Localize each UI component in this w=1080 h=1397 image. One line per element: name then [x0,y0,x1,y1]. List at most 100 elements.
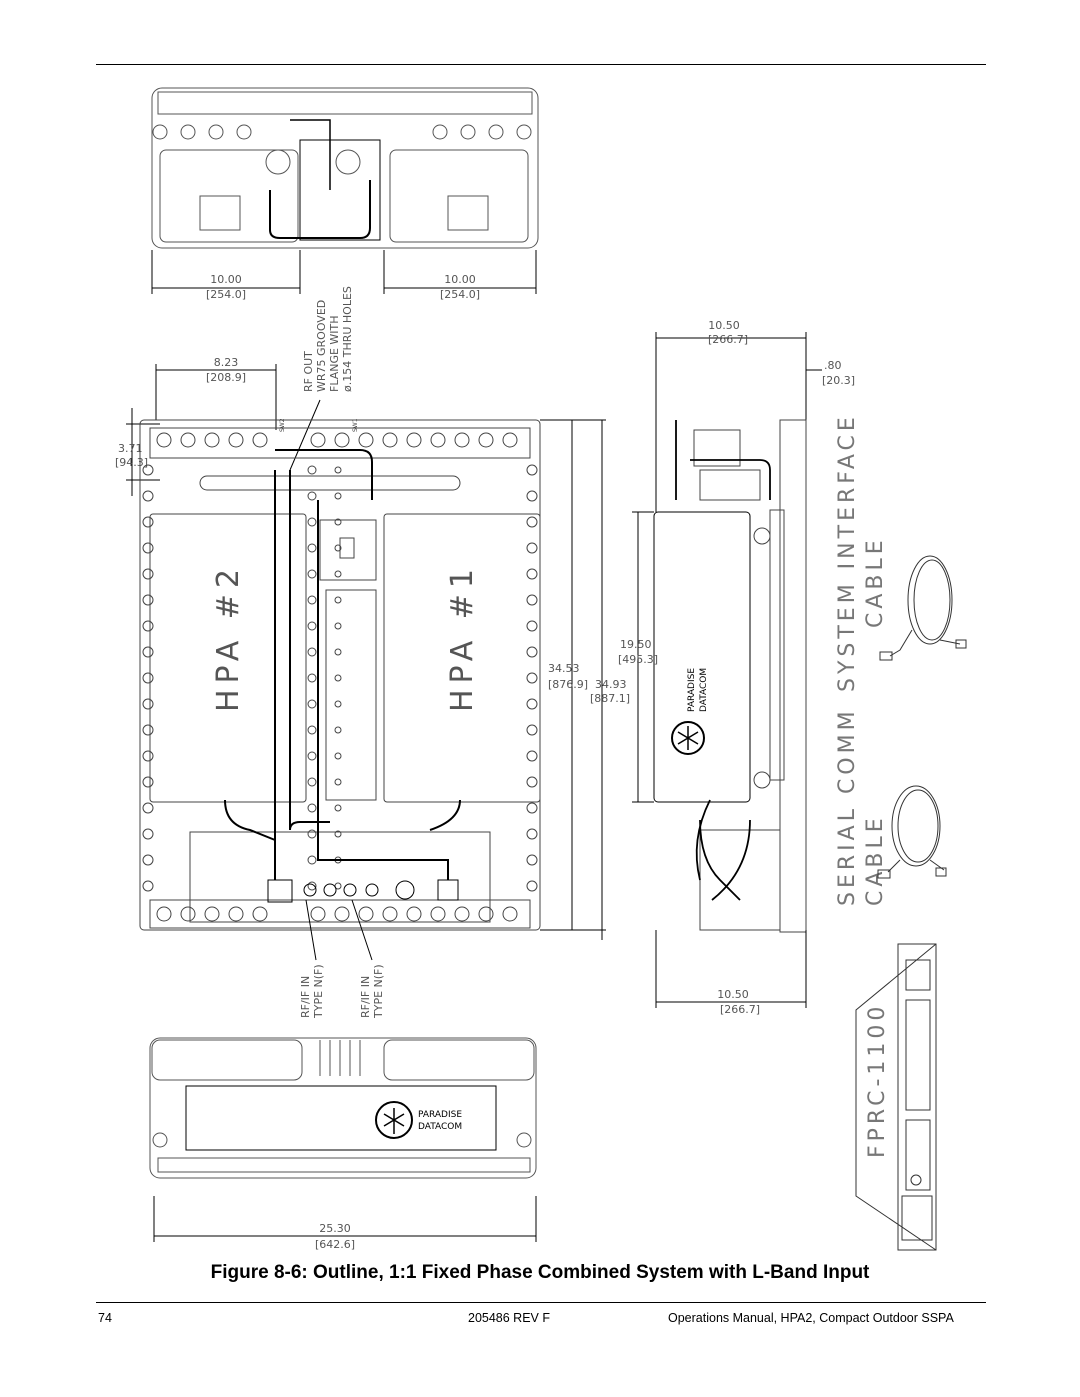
logo-bottom: PARADISE DATACOM [375,1101,462,1139]
bolt [334,700,342,708]
bolt [430,432,446,448]
bolt [334,622,342,630]
svg-text:[94.3]: [94.3] [115,456,148,469]
bolt [142,490,154,502]
page-number: 74 [98,1311,112,1325]
rfif-in-labels: RF/IF IN TYPE N(F) RF/IF IN TYPE N(F) [299,964,385,1019]
dim-25-30: 25.30 [642.6] [153,1196,537,1251]
bolt [382,432,398,448]
bolt [526,620,538,632]
bolt [142,594,154,606]
svg-text:[20.3]: [20.3] [822,374,855,387]
dim-10-right: 10.00 [254.0] [383,250,537,301]
bolt [307,777,317,787]
bolt [334,570,342,578]
bolt [334,544,342,552]
dim-3-71: 3.71 [94.3] [115,408,160,496]
bolt [142,880,154,892]
svg-text:10.50: 10.50 [708,319,740,332]
bolt [204,906,220,922]
svg-text:FPRC-1100: FPRC-1100 [865,1003,890,1158]
doc-number: 205486 REV F [468,1311,550,1325]
bolt [334,492,342,500]
svg-text:DATACOM: DATACOM [418,1122,462,1132]
svg-text:ø.154 THRU HOLES: ø.154 THRU HOLES [341,286,354,392]
dim-34-53: 34.53 [876.9] 34.93 [887.1] [540,419,630,940]
bolt [142,698,154,710]
bolt [142,854,154,866]
svg-text:CABLE: CABLE [863,536,888,628]
svg-text:10.00: 10.00 [444,273,476,286]
bolt [307,803,317,813]
manual-title: Operations Manual, HPA2, Compact Outdoor… [668,1311,954,1325]
bolt [310,432,326,448]
bottom-view [149,1037,537,1179]
bolt [454,906,470,922]
bolt [334,674,342,682]
bolt [526,594,538,606]
bolt [180,906,196,922]
svg-text:[254.0]: [254.0] [206,288,246,301]
svg-text:10.50: 10.50 [717,988,749,1001]
svg-text:TYPE N(F): TYPE N(F) [312,964,325,1019]
outline-drawing: 10.00 [254.0] 10.00 [254.0] RF OUT WR75 … [115,87,967,1251]
bolt [307,595,317,605]
svg-text:[254.0]: [254.0] [440,288,480,301]
bolt [526,698,538,710]
bolt [334,830,342,838]
bolt [526,672,538,684]
svg-text:34.53: 34.53 [548,662,580,675]
bolt [526,542,538,554]
svg-text:PARADISE: PARADISE [418,1110,462,1120]
bolt [478,906,494,922]
bolt [142,776,154,788]
bolt [142,620,154,632]
svg-text:[208.9]: [208.9] [206,371,246,384]
figure-caption: Figure 8-6: Outline, 1:1 Fixed Phase Com… [210,1262,870,1283]
bolt [307,517,317,527]
bolt [334,432,350,448]
bolt [454,432,470,448]
bolt [252,432,268,448]
bolt [334,778,342,786]
serial-comm-cable-icon [877,785,947,879]
svg-text:SYSTEM INTERFACE: SYSTEM INTERFACE [835,413,860,692]
svg-text:RF/IF IN: RF/IF IN [359,976,372,1018]
bolt [142,646,154,658]
bolt [307,673,317,683]
svg-text:34.93: 34.93 [595,678,627,691]
hpa2-label: HPA #2 [211,563,246,712]
bolt [526,802,538,814]
front-bolts [142,432,538,922]
bolt [142,542,154,554]
svg-text:[266.7]: [266.7] [720,1003,760,1016]
dim-8-23: 8.23 [208.9] [155,356,277,430]
bolt [334,518,342,526]
bolt [307,465,317,475]
bolt [526,854,538,866]
svg-text:PARADISE: PARADISE [687,668,697,712]
svg-text:[642.6]: [642.6] [315,1238,355,1251]
bolt [526,776,538,788]
bolt [307,751,317,761]
bolt [430,906,446,922]
bolt [334,726,342,734]
dim-10-50-top: 10.50 [266.7] [655,319,807,512]
bolt [382,906,398,922]
bolt [526,568,538,580]
svg-text:WR75 GROOVED: WR75 GROOVED [315,300,328,392]
bolt [156,906,172,922]
rf-out-label: RF OUT WR75 GROOVED FLANGE WITH ø.154 TH… [302,286,354,392]
dim-10-50-bottom: 10.50 [266.7] [655,930,807,1016]
sw2-label: SW2 [279,418,286,432]
svg-text:FLANGE WITH: FLANGE WITH [328,315,341,392]
bolt [358,432,374,448]
svg-text:19.50: 19.50 [620,638,652,651]
bolt [358,906,374,922]
dim-10-left: 10.00 [254.0] [151,250,301,301]
bolt [142,802,154,814]
bolt [204,432,220,448]
svg-text:RF OUT: RF OUT [302,351,315,392]
svg-text:CABLE: CABLE [863,814,888,906]
hpa1-label: HPA #1 [445,563,480,712]
